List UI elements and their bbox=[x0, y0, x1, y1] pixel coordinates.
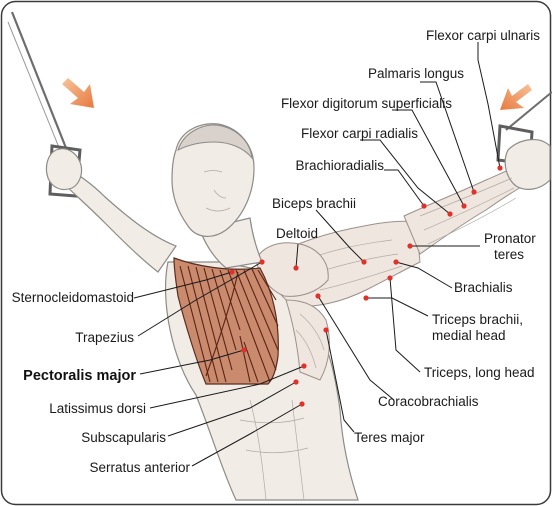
marker-brachioradialis bbox=[421, 203, 426, 208]
marker-pronator-teres bbox=[407, 243, 412, 248]
label-flexor-carpi-radialis: Flexor carpi radialis bbox=[301, 126, 418, 141]
label-deltoid: Deltoid bbox=[276, 226, 318, 241]
label-trapezius: Trapezius bbox=[75, 330, 134, 345]
label-triceps-medial-line1: Triceps brachii, bbox=[432, 312, 523, 327]
label-triceps-medial-line2: medial head bbox=[432, 328, 506, 343]
label-flexor-digitorum-superficialis: Flexor digitorum superficialis bbox=[281, 96, 452, 111]
marker-trapezius bbox=[259, 259, 264, 264]
marker-subscapularis bbox=[293, 379, 298, 384]
marker-pectoralis-major bbox=[241, 347, 246, 352]
marker-flexor-carpi-radialis bbox=[447, 211, 452, 216]
label-teres-major: Teres major bbox=[354, 430, 425, 445]
label-pronator-teres-line2: teres bbox=[494, 247, 524, 262]
label-palmaris-longus: Palmaris longus bbox=[368, 66, 464, 81]
label-flexor-carpi-ulnaris: Flexor carpi ulnaris bbox=[426, 28, 540, 43]
label-serratus-anterior: Serratus anterior bbox=[89, 460, 190, 475]
marker-coracobrachialis bbox=[315, 293, 320, 298]
marker-latissimus-dorsi bbox=[301, 363, 306, 368]
marker-triceps-medial-head bbox=[363, 295, 368, 300]
marker-brachialis bbox=[393, 259, 398, 264]
label-coracobrachialis: Coracobrachialis bbox=[378, 394, 479, 409]
label-sternocleidomastoid: Sternocleidomastoid bbox=[12, 290, 134, 305]
marker-palmaris-longus bbox=[471, 189, 476, 194]
left-hand bbox=[46, 149, 81, 190]
marker-biceps-brachii bbox=[361, 259, 366, 264]
label-subscapularis: Subscapularis bbox=[81, 430, 166, 445]
marker-deltoid bbox=[293, 265, 298, 270]
label-pronator-teres-line1: Pronator bbox=[484, 231, 536, 246]
label-pectoralis-major: Pectoralis major bbox=[23, 368, 136, 384]
label-brachialis: Brachialis bbox=[454, 280, 513, 295]
marker-flexor-carpi-ulnaris bbox=[497, 165, 502, 170]
marker-teres-major bbox=[323, 327, 328, 332]
label-triceps-long-head: Triceps, long head bbox=[424, 365, 535, 380]
marker-flexor-digitorum-superficialis bbox=[461, 203, 466, 208]
label-brachioradialis: Brachioradialis bbox=[295, 158, 384, 173]
label-biceps-brachii: Biceps brachii bbox=[272, 196, 356, 211]
marker-sternocleidomastoid bbox=[229, 269, 234, 274]
marker-serratus-anterior bbox=[299, 401, 304, 406]
marker-triceps-long-head bbox=[387, 275, 392, 280]
right-hand bbox=[505, 140, 550, 190]
label-latissimus-dorsi: Latissimus dorsi bbox=[49, 401, 146, 416]
